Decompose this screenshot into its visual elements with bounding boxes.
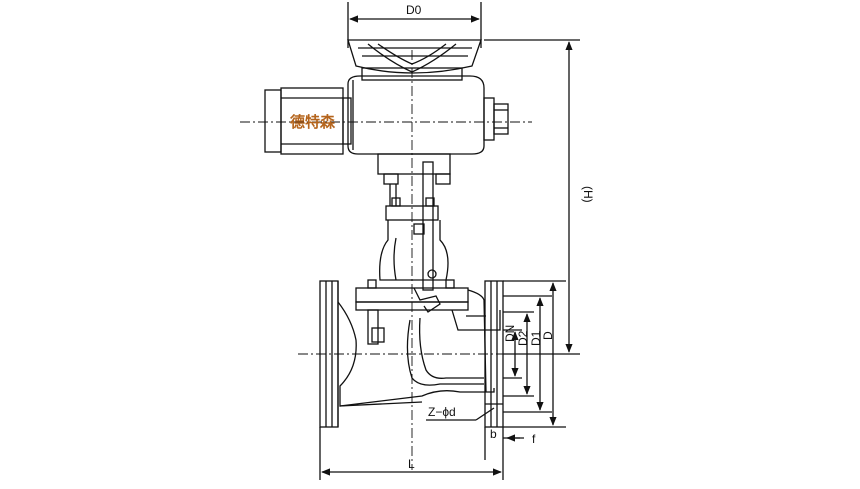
label-d: D	[541, 331, 555, 340]
valve-body-icon	[337, 289, 501, 407]
label-h: (H)	[581, 186, 595, 203]
dimension-diameters	[503, 280, 566, 428]
center-lines	[240, 50, 545, 470]
label-dn: DN	[503, 325, 517, 342]
motor-icon	[264, 87, 352, 155]
watermark-text: 德特森	[290, 113, 336, 131]
label-zphid: Z−ϕd	[428, 405, 456, 419]
label-d2: D2	[516, 330, 530, 346]
dimension-h	[484, 39, 580, 355]
label-d0: D0	[406, 3, 422, 17]
bonnet-flange	[355, 279, 469, 345]
flange-icon	[319, 280, 339, 428]
cable-gland	[483, 97, 509, 141]
actuator-housing	[347, 75, 485, 155]
label-f: f	[532, 432, 536, 446]
handwheel-icon	[347, 39, 482, 81]
label-d1: D1	[529, 330, 543, 346]
dimension-l	[319, 427, 504, 480]
dimension-b-f	[484, 427, 524, 460]
label-b: b	[490, 427, 497, 441]
gear-adapter	[377, 153, 451, 291]
label-l: L	[408, 457, 415, 471]
yoke-bonnet	[379, 197, 449, 281]
leader-zphid	[426, 407, 495, 421]
